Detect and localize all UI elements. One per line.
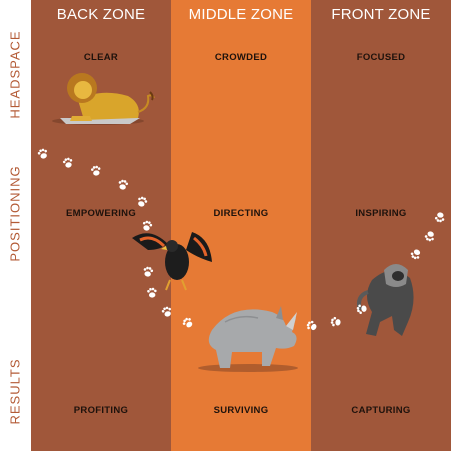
middle-zone-title: MIDDLE ZONE <box>188 6 294 23</box>
cell-middle-positioning: DIRECTING <box>213 208 269 219</box>
baboon-illustration <box>357 264 414 336</box>
eagle-illustration <box>132 232 212 291</box>
back-zone-column <box>31 0 171 451</box>
cell-middle-headspace: CROWDED <box>214 52 268 63</box>
cell-front-headspace: FOCUSED <box>356 52 406 63</box>
cell-back-results: PROFITING <box>73 405 129 416</box>
front-zone-column <box>311 0 451 451</box>
cell-front-positioning: INSPIRING <box>355 208 407 219</box>
lion-illustration <box>52 73 155 125</box>
middle-zone-column <box>171 0 311 451</box>
back-zone-title: BACK ZONE <box>56 6 146 23</box>
cell-front-results: CAPTURING <box>351 405 411 416</box>
cell-back-headspace: CLEAR <box>83 52 119 63</box>
front-zone-title: FRONT ZONE <box>331 6 431 23</box>
cell-back-positioning: EMPOWERING <box>65 208 137 219</box>
cell-middle-results: SURVIVING <box>213 405 269 416</box>
rhino-illustration <box>198 306 298 372</box>
